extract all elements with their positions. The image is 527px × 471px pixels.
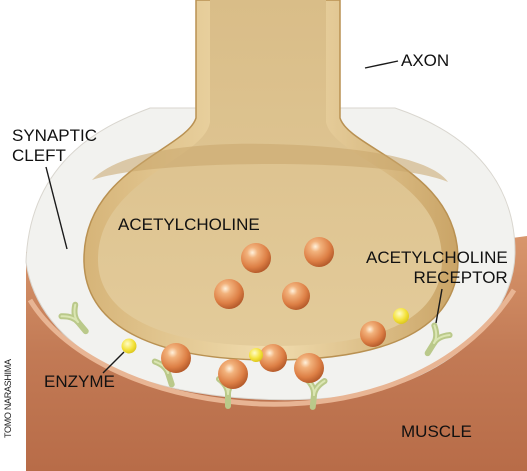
vesicle — [214, 279, 244, 309]
synaptic-cleft-label-line-2: CLEFT — [12, 146, 66, 165]
enzyme-label: ENZYME — [44, 372, 115, 392]
muscle-label: MUSCLE — [401, 422, 472, 442]
synaptic-cleft-label: SYNAPTIC CLEFT — [12, 126, 97, 166]
acetylcholine-receptor-label: ACETYLCHOLINE RECEPTOR — [366, 248, 508, 288]
acetylcholine-molecule — [259, 344, 287, 372]
enzyme-molecule — [393, 308, 409, 324]
acetylcholine-molecule — [218, 359, 248, 389]
acetylcholine-molecule — [294, 353, 324, 383]
vesicle — [304, 237, 334, 267]
receptor-label-line-1: ACETYLCHOLINE — [366, 248, 508, 267]
acetylcholine-molecule — [360, 321, 386, 347]
acetylcholine-molecule — [161, 343, 191, 373]
receptor-label-line-2: RECEPTOR — [414, 268, 508, 287]
vesicle — [282, 282, 310, 310]
illustrator-credit: TOMO NARASHIMA — [3, 359, 13, 438]
enzyme-molecule — [122, 339, 137, 354]
enzyme-molecule — [249, 348, 263, 362]
axon-label: AXON — [401, 51, 449, 71]
acetylcholine-label: ACETYLCHOLINE — [118, 215, 260, 235]
synaptic-cleft-label-line-1: SYNAPTIC — [12, 126, 97, 145]
vesicle — [241, 243, 271, 273]
